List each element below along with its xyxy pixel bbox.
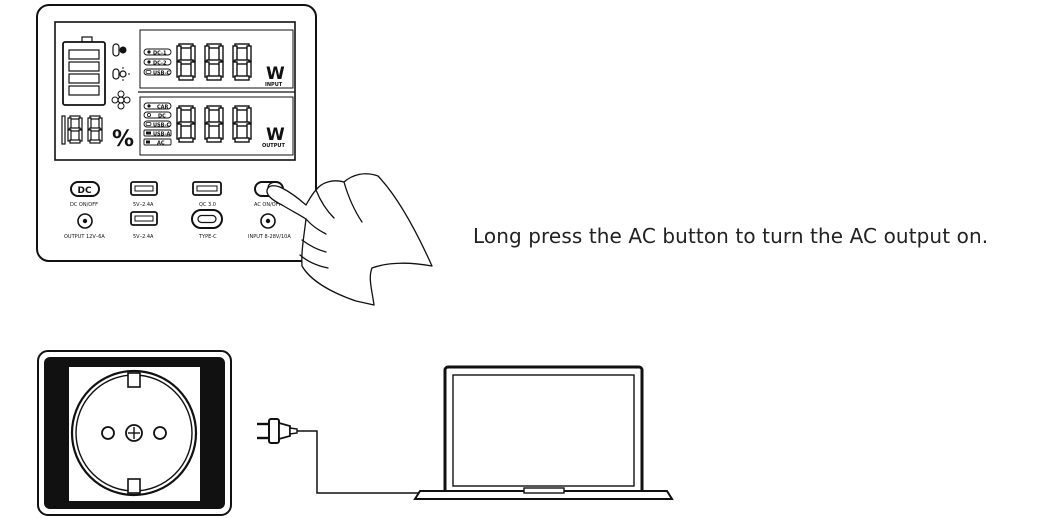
dc-button[interactable]: DC — [70, 181, 100, 197]
svg-text:USB-C: USB-C — [153, 70, 171, 76]
output-port-indicators: CAR DC USB-C USB-A — [143, 102, 172, 146]
dc-button-label: DC — [78, 186, 92, 196]
input-caption: INPUT — [265, 82, 283, 88]
svg-text:DC-1: DC-1 — [153, 50, 167, 56]
lcd-display: % DC-1 DC-2 USB-C — [54, 21, 296, 161]
usb-c-port-caption: TYPE-C — [198, 234, 217, 240]
svg-text:USB-C: USB-C — [153, 122, 171, 128]
usb-c-port — [191, 209, 223, 229]
input-port-indicators: DC-1 DC-2 USB-C — [143, 48, 172, 76]
power-station-panel: % DC-1 DC-2 USB-C — [36, 4, 317, 262]
input-indicator-usbc: USB-C — [143, 68, 172, 76]
percent-sign: % — [112, 127, 134, 152]
svg-text:CAR: CAR — [157, 104, 169, 110]
fan-sun-icon — [112, 67, 130, 81]
battery-gauge-icon — [62, 36, 106, 106]
dc-output-jack — [77, 213, 93, 229]
usb-a-port-2 — [130, 211, 158, 226]
input-indicator-dc2: DC-2 — [143, 58, 172, 66]
battery-percent-readout: % — [61, 115, 134, 152]
svg-text:USB-A: USB-A — [153, 131, 171, 137]
power-cable — [297, 430, 420, 494]
qc-usb-port — [192, 181, 222, 196]
input-indicator-dc1: DC-1 — [143, 48, 172, 56]
fan-icon — [111, 90, 131, 110]
hand-pointer-icon — [266, 173, 433, 306]
qc-port-caption: QC 3.0 — [199, 202, 216, 208]
dc-button-caption: DC ON/OFF — [70, 202, 98, 208]
output-indicator-car: CAR — [143, 102, 172, 110]
output-indicator-usba: USB-A — [143, 129, 172, 137]
usb-a-port-1-caption: 5V–2.4A — [133, 202, 154, 208]
ac-plug-icon — [257, 418, 298, 444]
wall-socket-icon — [37, 350, 232, 516]
usb-a-port-1 — [130, 181, 158, 196]
output-indicator-usbc: USB-C — [143, 120, 172, 128]
temperature-icon — [112, 43, 127, 57]
output-unit: W — [266, 125, 285, 145]
input-jack-caption: INPUT 8-28V/10A — [248, 234, 291, 240]
svg-text:DC-2: DC-2 — [153, 60, 167, 66]
output-indicator-dc: DC — [143, 111, 172, 119]
usb-a-port-2-caption: 5V–2.4A — [133, 234, 154, 240]
output-caption: OUTPUT — [262, 143, 285, 149]
svg-text:AC: AC — [157, 140, 165, 146]
input-watt-readout: W INPUT — [176, 43, 285, 88]
input-unit: W — [266, 64, 285, 84]
ac-button-caption: AC ON/OFF — [254, 202, 282, 208]
output-jack-caption: OUTPUT 12V–6A — [64, 234, 105, 240]
output-watt-readout: W OUTPUT — [176, 105, 285, 149]
svg-text:DC: DC — [158, 113, 166, 119]
laptop-icon — [413, 365, 674, 500]
dc-input-jack — [260, 213, 276, 229]
output-indicator-ac: AC — [143, 138, 172, 146]
instruction-text: Long press the AC button to turn the AC … — [473, 224, 989, 248]
